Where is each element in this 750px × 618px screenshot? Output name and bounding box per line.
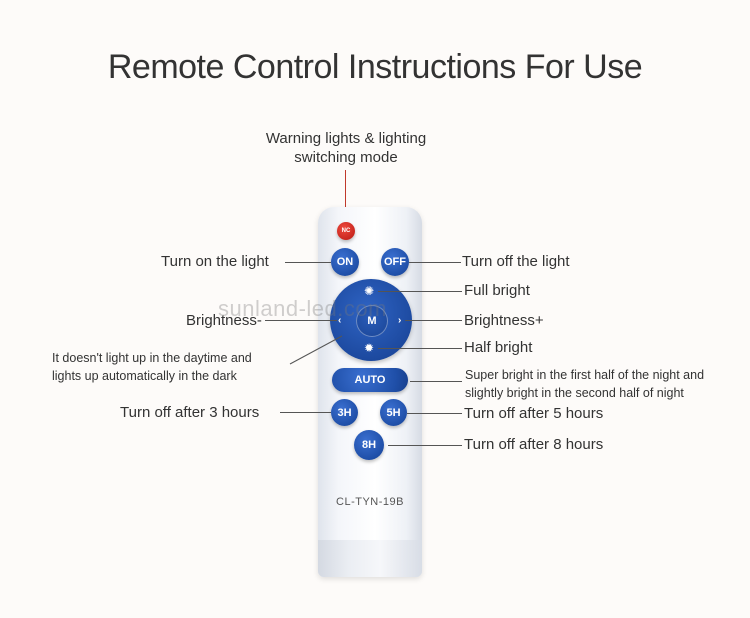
8h-button[interactable]: 8H xyxy=(354,430,384,460)
watermark-text: sunland-led.com xyxy=(218,296,387,321)
full-bright-icon[interactable]: ✺ xyxy=(364,284,375,298)
super-bright-line1: Super bright in the first half of the ni… xyxy=(465,368,705,382)
off-button[interactable]: OFF xyxy=(381,248,409,276)
off-8h-leader-line xyxy=(388,445,462,446)
warning-label-line1: Warning lights & lighting xyxy=(265,130,427,147)
super-bright-description: Super bright in the first half of the ni… xyxy=(465,366,745,402)
off-5h-label: Turn off after 5 hours xyxy=(464,405,604,422)
auto-description-line2: lights up automatically in the dark xyxy=(52,369,237,383)
brightness-plus-icon[interactable]: › xyxy=(398,315,402,326)
3h-button[interactable]: 3H xyxy=(331,399,358,426)
remote-bottom-cap xyxy=(318,540,422,577)
auto-description: It doesn't light up in the daytime and l… xyxy=(52,349,292,385)
warning-leader-line xyxy=(345,170,346,222)
nc-button[interactable]: NC xyxy=(337,222,355,240)
auto-description-leader-line xyxy=(289,335,343,365)
full-bright-label: Full bright xyxy=(464,282,530,299)
half-bright-icon[interactable]: ✹ xyxy=(364,341,375,355)
mode-button[interactable]: M xyxy=(356,305,388,337)
warning-label-line2: switching mode xyxy=(294,149,398,166)
off-5h-leader-line xyxy=(407,413,462,414)
page-title: Remote Control Instructions For Use xyxy=(107,48,643,86)
super-bright-line2: slightly bright in the second half of ni… xyxy=(465,386,684,400)
warning-label: Warning lights & lighting switching mode xyxy=(236,129,456,167)
brightness-minus-leader-line xyxy=(265,320,337,321)
brightness-minus-icon[interactable]: ‹ xyxy=(338,315,342,326)
turn-off-leader-line xyxy=(409,262,461,263)
turn-on-leader-line xyxy=(285,262,331,263)
full-bright-leader-line xyxy=(378,291,462,292)
brightness-plus-leader-line xyxy=(405,320,462,321)
auto-description-line1: It doesn't light up in the daytime and xyxy=(52,351,252,365)
auto-button[interactable]: AUTO xyxy=(332,368,408,392)
super-bright-leader-line xyxy=(410,381,462,382)
off-3h-leader-line xyxy=(280,412,331,413)
turn-on-label: Turn on the light xyxy=(161,253,269,270)
off-3h-label: Turn off after 3 hours xyxy=(120,404,260,421)
on-button[interactable]: ON xyxy=(331,248,359,276)
half-bright-label: Half bright xyxy=(464,339,533,356)
model-number: CL-TYN-19B xyxy=(336,496,404,508)
brightness-minus-label: Brightness- xyxy=(186,312,262,329)
half-bright-leader-line xyxy=(378,348,462,349)
brightness-plus-label: Brightness+ xyxy=(464,312,544,329)
5h-button[interactable]: 5H xyxy=(380,399,407,426)
turn-off-label: Turn off the light xyxy=(462,253,570,270)
off-8h-label: Turn off after 8 hours xyxy=(464,436,604,453)
